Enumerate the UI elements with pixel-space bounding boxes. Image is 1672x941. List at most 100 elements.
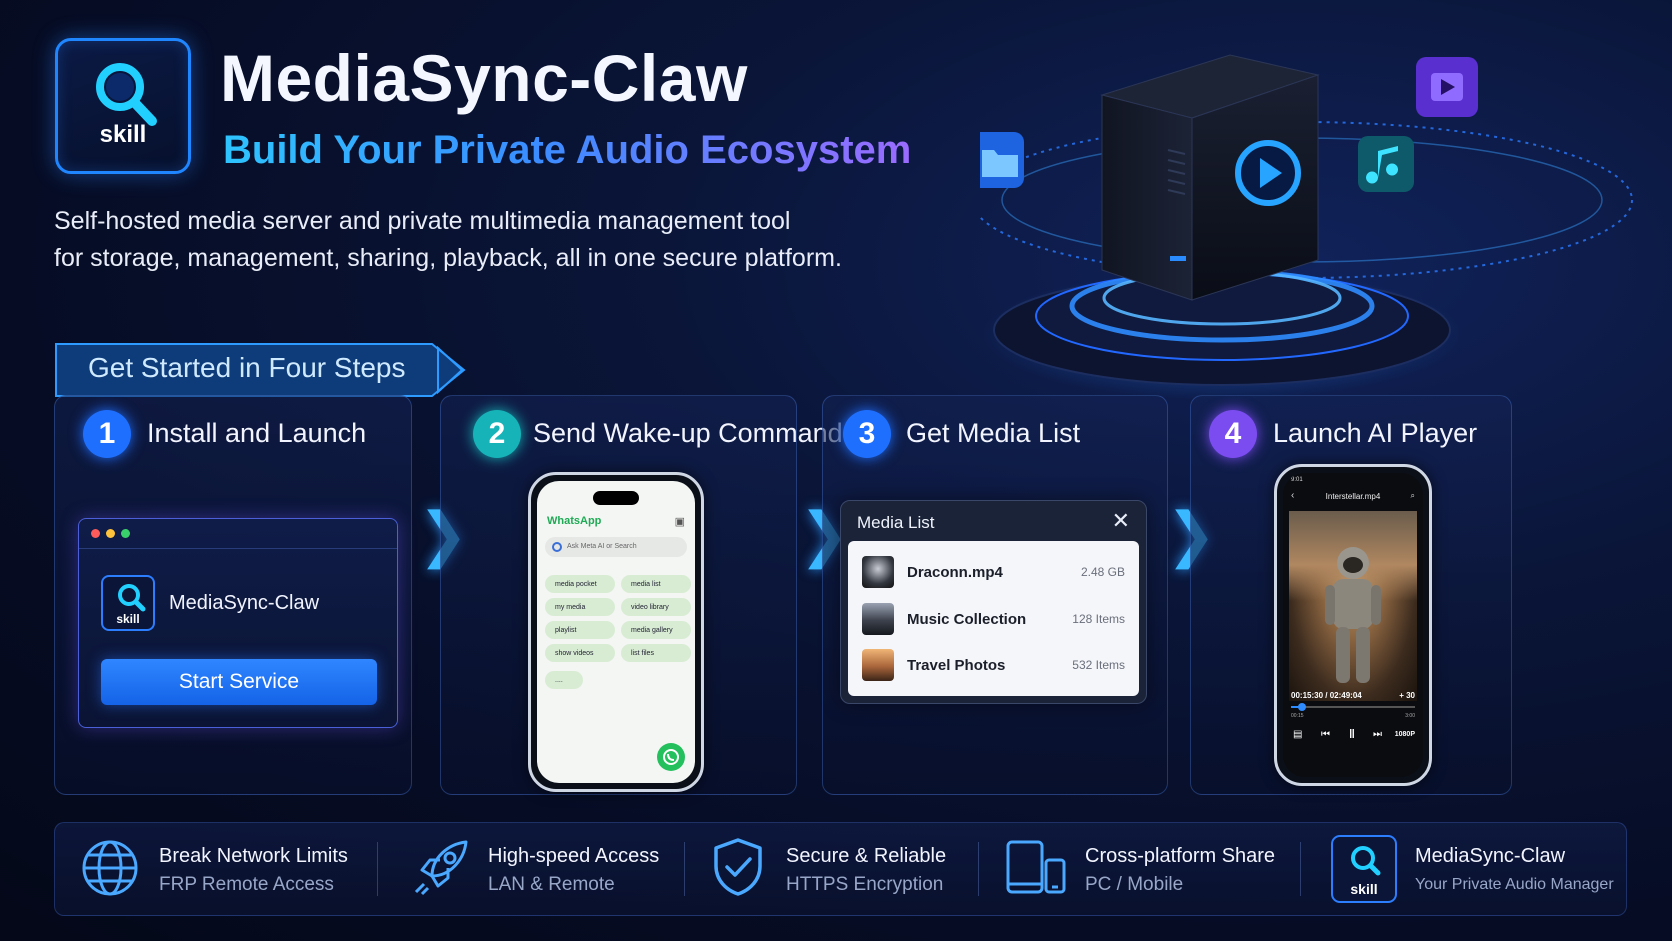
media-list-item[interactable]: Draconn.mp4 2.48 GB — [848, 549, 1139, 595]
scrubber-start-label: 00:15 — [1291, 713, 1304, 719]
player-file-name: Interstellar.mp4 — [1325, 492, 1381, 501]
media-item-meta: 2.48 GB — [1080, 565, 1125, 579]
install-window: skill MediaSync-Claw Start Service — [78, 518, 398, 728]
feature-title: High-speed Access — [488, 845, 660, 867]
scrubber-track[interactable] — [1291, 703, 1415, 711]
media-item-name: Travel Photos — [907, 656, 1006, 674]
step-title-4: Launch AI Player — [1273, 418, 1478, 448]
skill-logo-icon: skill — [1331, 835, 1397, 903]
media-list-item[interactable]: Music Collection 128 Items — [848, 596, 1139, 642]
command-chip[interactable]: media list — [621, 575, 691, 593]
page-subtitle: Build Your Private Audio Ecosystem — [223, 128, 912, 172]
scrubber-end-label: 3:00 — [1405, 713, 1415, 719]
command-chip[interactable]: playlist — [545, 621, 615, 639]
whatsapp-search-input[interactable]: Ask Meta AI or Search — [545, 537, 687, 557]
command-chip[interactable]: list files — [621, 644, 691, 662]
command-chip[interactable]: my media — [545, 598, 615, 616]
step-number-text: 4 — [1224, 417, 1242, 450]
media-list-item[interactable]: Travel Photos 532 Items — [848, 642, 1139, 688]
thumbnail-image — [862, 556, 894, 588]
page-title: MediaSync-Claw — [220, 41, 748, 115]
minimize-dot[interactable] — [106, 529, 115, 538]
folder-icon — [980, 132, 1024, 188]
step-title-1: Install and Launch — [147, 418, 367, 448]
app-logo-small: skill — [101, 575, 155, 631]
command-chip[interactable]: .... — [545, 671, 583, 689]
command-chip[interactable]: video library — [621, 598, 691, 616]
media-list-panel: Media List ✕ Draconn.mp4 2.48 GB Music C… — [840, 500, 1147, 704]
feature-subtitle: FRP Remote Access — [159, 874, 334, 895]
feature-subtitle: PC / Mobile — [1085, 874, 1184, 895]
thumbnail-image — [862, 603, 894, 635]
subtitles-icon[interactable]: ▤ — [1293, 729, 1303, 740]
scrubber-fill — [1291, 706, 1303, 708]
thumbnail-image — [862, 649, 894, 681]
media-item-meta: 532 Items — [1072, 658, 1125, 672]
feature-title: Break Network Limits — [159, 845, 348, 867]
shield-check-icon — [714, 838, 762, 896]
search-icon — [1351, 846, 1381, 876]
steps-banner — [55, 343, 466, 397]
devices-icon — [1006, 840, 1066, 894]
step-number-2: 2 — [473, 410, 521, 458]
divider — [1300, 842, 1301, 896]
divider — [377, 842, 378, 896]
player-screen: 9:01 ‹ Interstellar.mp4 ⌕ 00:15:30 / 02:… — [1283, 473, 1423, 777]
step-number-1: 1 — [83, 410, 131, 458]
description-line-1: Self-hosted media server and private mul… — [54, 207, 791, 235]
command-chip[interactable]: media pocket — [545, 575, 615, 593]
whatsapp-icon[interactable] — [657, 743, 685, 771]
phone-notch — [593, 491, 639, 505]
feature-subtitle: LAN & Remote — [488, 874, 615, 895]
player-phone: 9:01 ‹ Interstellar.mp4 ⌕ 00:15:30 / 02:… — [1274, 464, 1432, 786]
step-title-3: Get Media List — [906, 418, 1081, 448]
back-icon[interactable]: ‹ — [1291, 490, 1295, 501]
step-number-text: 3 — [858, 417, 876, 450]
feature-subtitle: Your Private Audio Manager — [1415, 876, 1614, 893]
feature-title: Cross-platform Share — [1085, 845, 1276, 867]
search-icon — [118, 584, 146, 612]
media-item-meta: 128 Items — [1072, 612, 1125, 626]
logo-label: skill — [99, 121, 147, 148]
whatsapp-title: WhatsApp — [547, 515, 602, 527]
server-hero-illustration — [980, 54, 1633, 400]
feature-title: MediaSync-Claw — [1415, 845, 1566, 867]
scrubber-handle[interactable] — [1298, 703, 1307, 711]
app-logo: skill — [55, 38, 191, 174]
search-icon[interactable]: ⌕ — [1410, 491, 1415, 500]
divider — [684, 842, 685, 896]
divider — [978, 842, 979, 896]
steps-banner-text: Get Started in Four Steps — [88, 352, 406, 383]
music-note-icon — [1358, 136, 1414, 192]
command-chip[interactable]: show videos — [545, 644, 615, 662]
start-service-button[interactable]: Start Service — [101, 659, 377, 705]
player-time-display: 00:15:30 / 02:49:04 — [1291, 691, 1362, 700]
step-number-text: 1 — [98, 417, 116, 450]
close-dot[interactable] — [91, 529, 100, 538]
pause-icon[interactable]: ‖ — [1349, 727, 1355, 741]
skip-forward-button[interactable]: + 30 — [1399, 691, 1415, 700]
media-list-body: Draconn.mp4 2.48 GB Music Collection 128… — [848, 541, 1139, 696]
camera-icon[interactable]: ▣ — [674, 516, 685, 528]
app-name: MediaSync-Claw — [169, 592, 320, 614]
globe-icon — [82, 840, 138, 896]
previous-icon[interactable]: ⏮ — [1321, 729, 1330, 740]
logo-label: skill — [116, 612, 140, 626]
description: Self-hosted media server and private mul… — [54, 203, 934, 277]
step-number-4: 4 — [1209, 410, 1257, 458]
close-icon[interactable]: ✕ — [1111, 508, 1130, 533]
quality-badge[interactable]: 1080P — [1394, 731, 1415, 738]
maximize-dot[interactable] — [121, 529, 130, 538]
astronaut-figure — [1325, 547, 1381, 683]
next-icon[interactable]: ⏭ — [1373, 729, 1382, 740]
command-chip[interactable]: media gallery — [621, 621, 691, 639]
media-item-name: Draconn.mp4 — [907, 563, 1003, 581]
feature-subtitle: HTTPS Encryption — [786, 874, 944, 895]
description-line-2: for storage, management, sharing, playba… — [54, 244, 842, 272]
step-number-text: 2 — [488, 417, 506, 450]
video-play-icon — [1416, 57, 1478, 117]
video-frame — [1289, 511, 1417, 701]
feature-title: Secure & Reliable — [786, 845, 947, 867]
logo-label: skill — [1350, 881, 1378, 897]
whatsapp-screen: WhatsApp ▣ Ask Meta AI or Search media p… — [537, 481, 695, 783]
